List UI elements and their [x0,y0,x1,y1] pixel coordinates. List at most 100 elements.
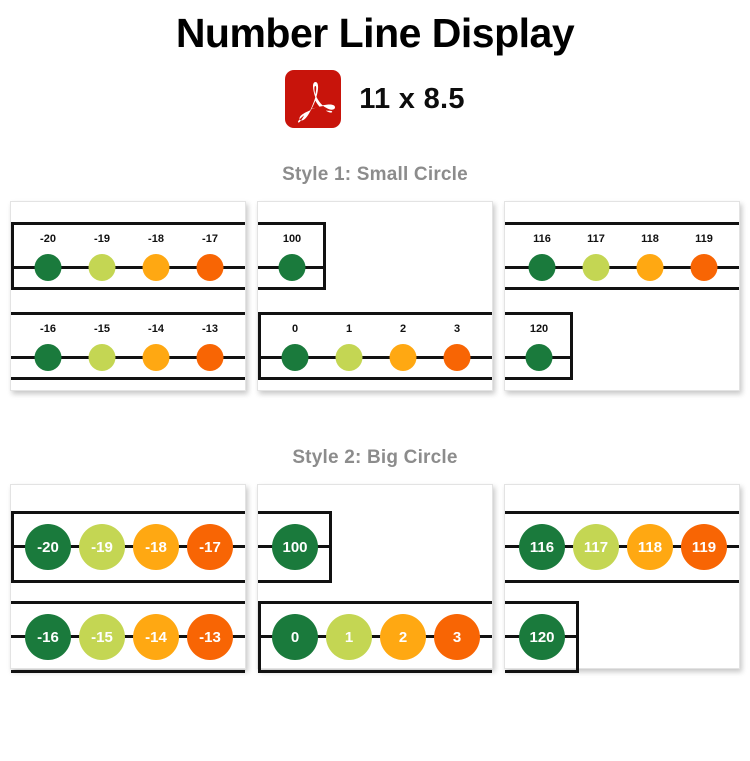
number-point[interactable] [525,344,553,372]
rail-line-bottom [505,287,739,291]
number-point[interactable] [690,254,718,282]
number-point[interactable] [582,254,610,282]
number-point[interactable]: 116 [519,524,565,571]
number-point[interactable] [528,254,556,282]
number-point-label: -19 [91,538,113,556]
number-point[interactable]: -15 [79,614,125,661]
number-point-label: -14 [145,628,167,646]
number-point[interactable] [88,254,116,282]
number-point[interactable]: 2 [380,614,426,661]
rail-line-bottom [505,580,739,584]
number-point-label: 116 [529,538,555,556]
number-point-label: 0 [291,323,299,336]
rail-line-bottom [11,287,245,291]
number-point[interactable] [278,254,306,282]
number-point-label: -15 [94,323,110,336]
rail-line-bottom [11,670,245,674]
number-point[interactable]: 1 [326,614,372,661]
number-point[interactable]: 3 [434,614,480,661]
document-meta-row: 11 x 8.5 [0,68,750,130]
number-point[interactable] [335,344,363,372]
rail-line-bottom [11,580,245,584]
section-title-style-1: Style 1: Small Circle [282,164,468,186]
number-point[interactable] [196,254,224,282]
number-point[interactable] [443,344,471,372]
number-point-label: 1 [345,323,353,336]
number-point[interactable]: 118 [627,524,673,571]
number-point[interactable] [142,344,170,372]
number-point[interactable]: -13 [187,614,233,661]
number-point[interactable] [142,254,170,282]
cap-left [11,222,14,291]
number-point[interactable]: 120 [519,614,565,661]
axis-line [11,356,245,360]
dimensions-label: 11 x 8.5 [359,82,465,115]
number-point-label: 116 [533,233,551,246]
rail-line-top [258,222,326,226]
number-point-label: 117 [583,538,609,556]
number-point-label: 0 [290,628,300,646]
rail-line-bottom [505,670,579,674]
axis-line [11,545,245,549]
rail-line-top [505,312,573,316]
number-point[interactable] [88,344,116,372]
number-point[interactable] [389,344,417,372]
rail-line-top [505,601,579,605]
number-point[interactable]: 100 [272,524,318,571]
number-point-label: 119 [695,233,713,246]
number-point[interactable]: -17 [187,524,233,571]
number-point[interactable] [34,254,62,282]
number-point[interactable] [281,344,309,372]
rail-line-bottom [258,580,332,584]
cap-right [576,601,579,674]
number-line-row: 100 [258,511,492,584]
number-point[interactable] [636,254,664,282]
number-point-label: -17 [199,538,221,556]
axis-line [258,635,492,639]
number-point-label: -20 [37,538,59,556]
number-point[interactable]: -14 [133,614,179,661]
number-line-row: -20-19-18-17 [11,222,245,291]
number-point-label: 118 [641,233,659,246]
number-point[interactable] [34,344,62,372]
rail-line-bottom [258,287,326,291]
number-point[interactable]: -20 [25,524,71,571]
rail-line-bottom [258,377,492,381]
number-line-rows: -20-19-18-17-16-15-14-13 [11,202,245,390]
number-point[interactable]: -19 [79,524,125,571]
number-line-row: -16 -15 -14 -13 [11,601,245,674]
number-point[interactable]: 0 [272,614,318,661]
number-point[interactable]: 119 [681,524,727,571]
cap-left [11,511,14,584]
number-point-label: -16 [37,628,59,646]
rail-line-top [258,601,492,605]
axis-line [258,356,492,360]
number-point-label: -19 [94,233,110,246]
rail-line-top [11,222,245,226]
axis-line [505,545,739,549]
cap-right [570,312,573,381]
cap-left [258,601,261,674]
number-point-label: 120 [529,628,555,646]
number-line-row: 120 [505,312,739,381]
number-point[interactable]: 117 [573,524,619,571]
number-point[interactable] [196,344,224,372]
rail-line-bottom [11,377,245,381]
number-point-label: 100 [282,538,308,556]
number-line-panel: -20-19-18-17-16-15-14-13 [10,201,246,392]
cap-right [329,511,332,584]
number-point[interactable]: -18 [133,524,179,571]
section-title-style-2: Style 2: Big Circle [292,447,458,469]
number-point[interactable]: -16 [25,614,71,661]
